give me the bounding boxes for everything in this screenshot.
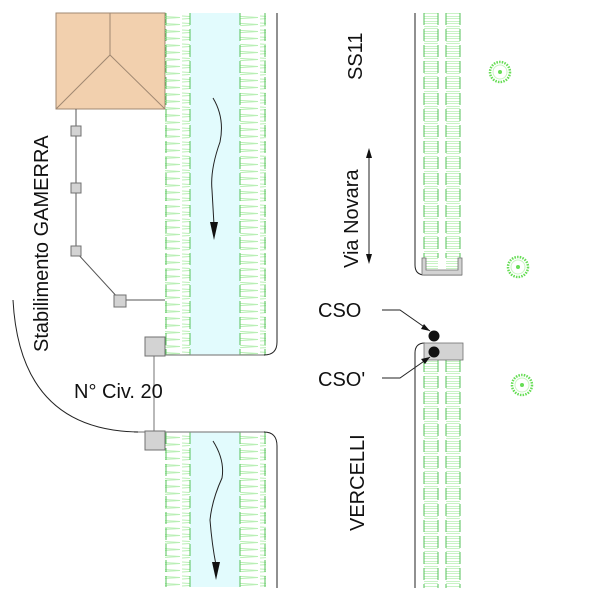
city-label: VERCELLI [347,434,369,531]
roadside-ditch-upper [414,13,463,276]
manhole-square-icon [113,294,127,308]
filled-circle-icon [428,330,440,342]
roadside-ditch-lower [414,342,464,588]
drainage-line [70,109,166,451]
tree-symbol-icon [488,60,512,84]
tree-symbol-icon [506,255,530,279]
canal-lower [134,431,278,588]
cso-prime-label: CSO' [318,369,365,391]
building-gamerra [55,12,166,110]
double-headed-arrow-icon [366,148,372,264]
building-label: Stabilimento GAMERRA [31,135,53,352]
wavy-flow-arrow-icon [210,97,222,240]
cso-points [382,309,440,379]
boundary-arc [12,299,139,433]
cso-label: CSO [318,300,361,322]
manhole-square-icon [144,430,166,451]
filled-circle-icon [428,346,440,358]
manhole-square-icon [70,245,82,257]
tree-symbol-icon [510,373,534,397]
street-name-label: Via Novara [341,169,363,268]
manhole-square-icon [70,125,82,137]
road-code-label: SS11 [345,33,367,80]
canal-upper [165,13,278,356]
wavy-flow-arrow-icon [209,440,224,580]
civic-number-label: N° Civ. 20 [74,381,163,403]
manhole-square-icon [70,182,82,194]
manhole-square-icon [144,336,166,357]
